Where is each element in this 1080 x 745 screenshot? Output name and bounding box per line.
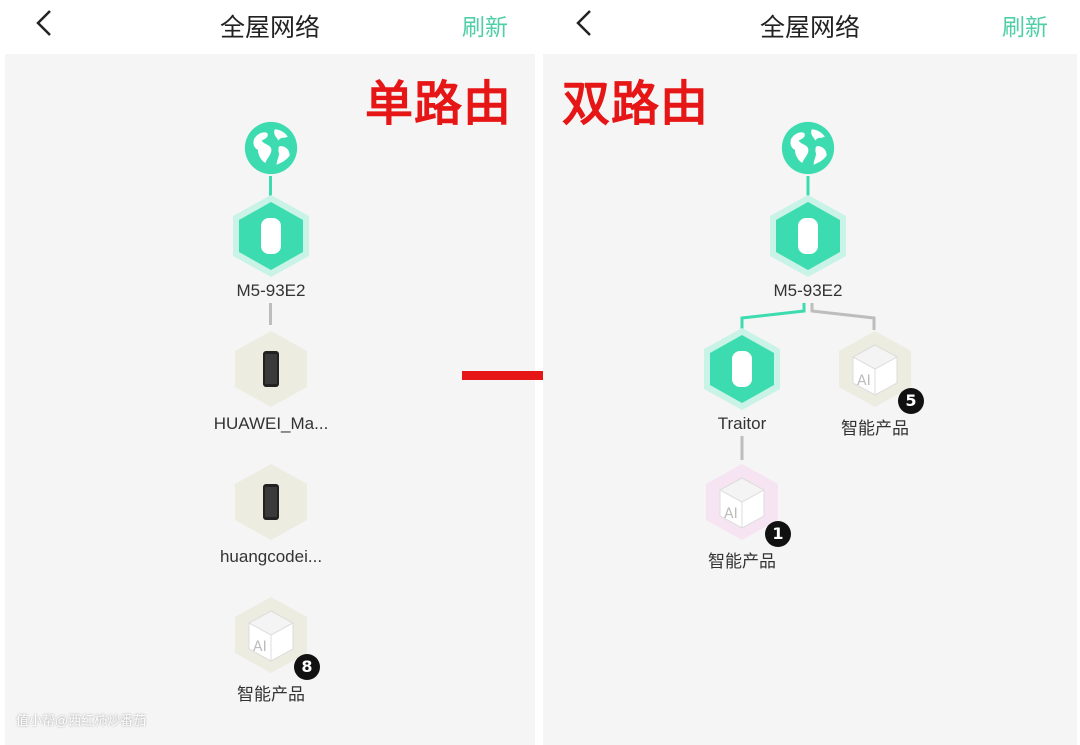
main-router-node[interactable] <box>229 194 313 278</box>
internet-globe-icon[interactable] <box>780 120 836 176</box>
topology-links <box>740 176 876 460</box>
main-router-node[interactable] <box>766 194 850 278</box>
link-line <box>269 303 272 325</box>
device-count-badge: 5 <box>898 388 924 414</box>
device-name: HUAWEI_Ma... <box>213 414 329 433</box>
router-name: M5-93E2 <box>773 281 843 300</box>
mode-label: 双路由 <box>562 78 710 131</box>
router-name: M5-93E2 <box>236 281 306 300</box>
device-name: 智能产品 <box>237 685 305 704</box>
sub-router-name: Traitor <box>717 414 767 433</box>
router-icon <box>700 327 784 411</box>
single-router-panel: 全屋网络 刷新 单路由 M5-93E2 HUAWEI_Ma... huangco… <box>0 0 540 728</box>
top-bar: 全屋网络 刷新 <box>540 0 1080 50</box>
router-icon <box>766 194 850 278</box>
internet-globe-icon[interactable] <box>243 120 299 176</box>
device-node[interactable] <box>229 327 313 411</box>
device-name: 智能产品 <box>841 419 909 438</box>
device-count-badge: 8 <box>294 654 320 680</box>
back-arrow-icon[interactable] <box>570 5 600 41</box>
device-name: huangcodei... <box>219 547 323 566</box>
phone-icon <box>229 327 313 411</box>
dual-router-panel: 全屋网络 刷新 双路由 M5-93E2 Traitor 5 智能产品 1 智能产… <box>540 0 1080 745</box>
router-icon <box>229 194 313 278</box>
refresh-button[interactable]: 刷新 <box>1002 14 1048 40</box>
top-bar: 全屋网络 刷新 <box>0 0 540 50</box>
refresh-button[interactable]: 刷新 <box>462 14 508 40</box>
page-title: 全屋网络 <box>759 14 860 42</box>
device-name: 智能产品 <box>708 552 776 571</box>
device-count-badge: 1 <box>765 521 791 547</box>
back-arrow-icon[interactable] <box>30 5 60 41</box>
mode-label: 单路由 <box>365 78 513 131</box>
watermark: 值小帮@西红柿炒番茄 <box>16 713 147 728</box>
smart-product-node[interactable]: 1 <box>700 460 791 547</box>
link-line <box>269 176 272 196</box>
smart-product-node[interactable]: 5 <box>833 327 924 414</box>
sub-router-node[interactable] <box>700 327 784 411</box>
device-node[interactable] <box>229 460 313 544</box>
smart-product-node[interactable]: 8 <box>229 593 320 680</box>
page-title: 全屋网络 <box>219 14 320 42</box>
phone-icon <box>229 460 313 544</box>
